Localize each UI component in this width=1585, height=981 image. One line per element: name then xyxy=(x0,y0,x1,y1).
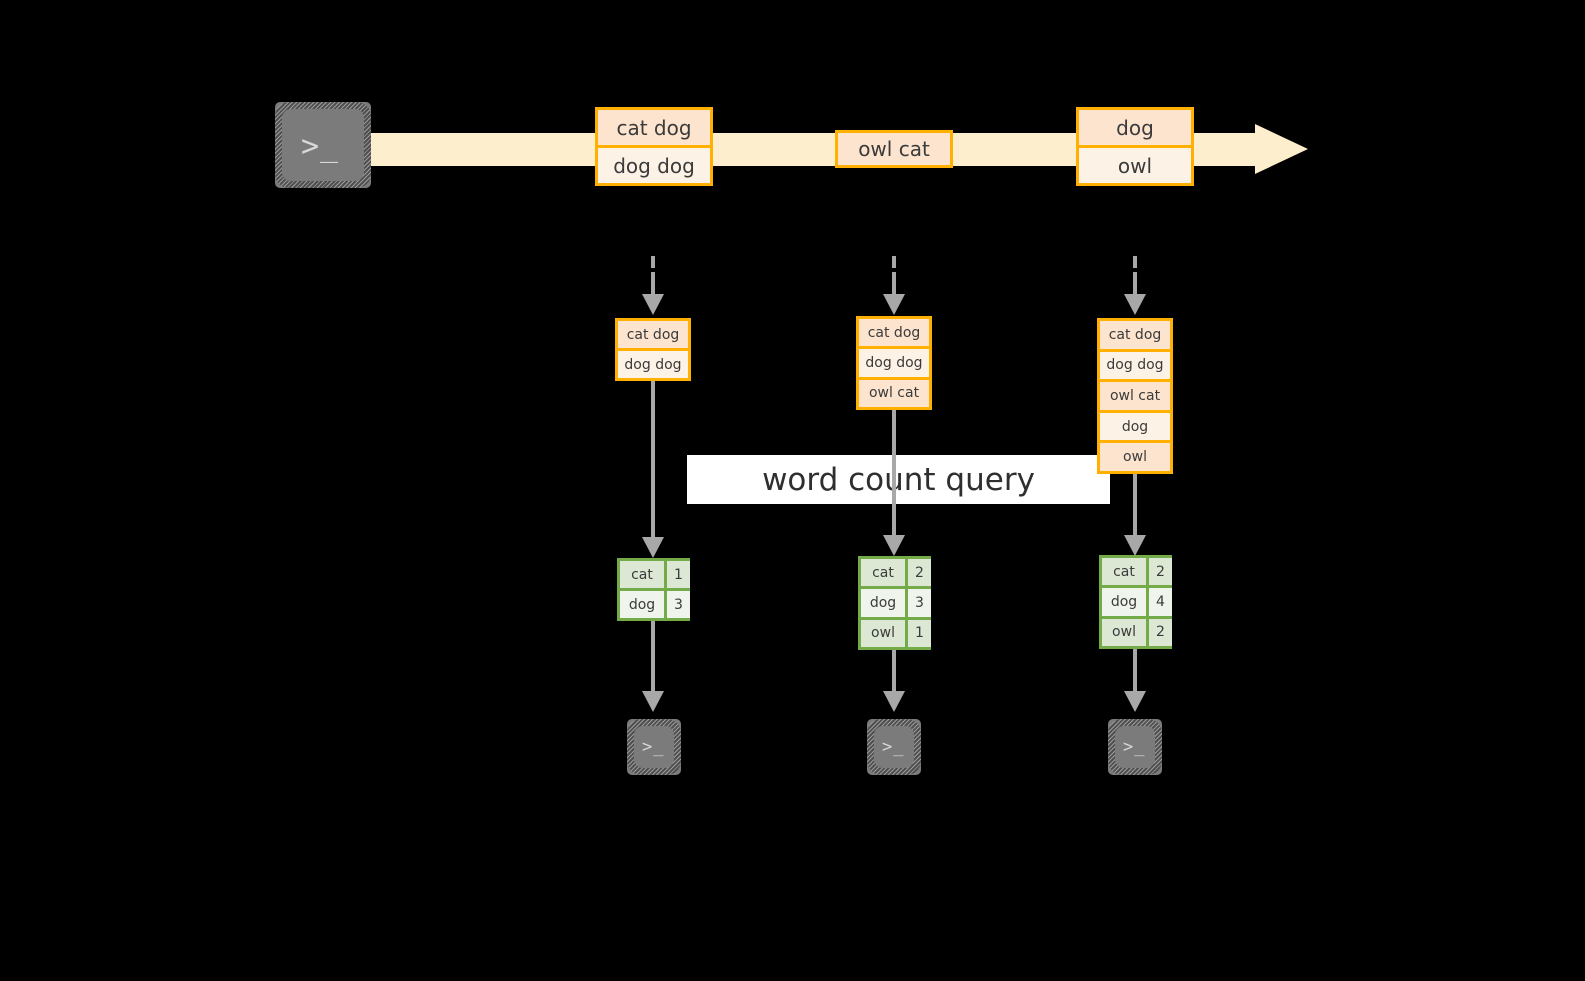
snapshot-2-accumulated-events[interactable]: cat dog dog dog owl cat xyxy=(856,316,932,410)
snapshot-2-count-1: 2 xyxy=(905,559,931,587)
snapshot-3-line-4: dog xyxy=(1100,409,1170,441)
stream-event-2[interactable]: owl cat xyxy=(835,130,953,168)
terminal-prompt-glyph: >_ xyxy=(642,737,665,757)
snapshot-2-output-arrowhead xyxy=(883,691,905,712)
snapshot-2-tap-line xyxy=(892,272,896,296)
snapshot-3-output-arrowhead xyxy=(1124,691,1146,712)
stream-event-2-line-1: owl cat xyxy=(838,133,950,165)
table-row: dog 3 xyxy=(620,588,690,618)
snapshot-2-tap-arrowhead xyxy=(883,294,905,315)
snapshot-1-output-arrowhead xyxy=(642,691,664,712)
snapshot-3-query-line xyxy=(1133,474,1137,537)
snapshot-3-tap-dash xyxy=(1133,256,1137,268)
snapshot-1-accumulated-events[interactable]: cat dog dog dog xyxy=(615,318,691,381)
snapshot-2-word-1: cat xyxy=(861,559,905,587)
table-row: cat 1 xyxy=(620,561,690,588)
snapshot-3-count-3: 2 xyxy=(1146,618,1172,646)
stream-event-3[interactable]: dog owl xyxy=(1076,107,1194,186)
terminal-body xyxy=(874,726,914,768)
snapshot-1-count-1: 1 xyxy=(664,561,690,588)
snapshot-1-word-1: cat xyxy=(620,561,664,588)
stream-event-3-line-1: dog xyxy=(1079,110,1191,145)
table-row: dog 4 xyxy=(1102,585,1172,616)
producer-terminal-icon[interactable]: >_ xyxy=(268,95,378,195)
snapshot-1-query-line xyxy=(651,381,655,539)
snapshot-3-count-1: 2 xyxy=(1146,558,1172,586)
terminal-body xyxy=(1115,726,1155,768)
snapshot-2-word-3: owl xyxy=(861,619,905,647)
snapshot-3-word-counts[interactable]: cat 2 dog 4 owl 2 xyxy=(1099,555,1172,649)
snapshot-3-consumer-terminal-icon[interactable]: >_ xyxy=(1101,712,1169,782)
query-banner: word count query xyxy=(687,455,1110,504)
snapshot-3-word-2: dog xyxy=(1102,588,1146,616)
snapshot-3-accumulated-events[interactable]: cat dog dog dog owl cat dog owl xyxy=(1097,318,1173,474)
snapshot-1-output-line xyxy=(651,621,655,693)
snapshot-3-word-1: cat xyxy=(1102,558,1146,586)
snapshot-2-line-1: cat dog xyxy=(859,319,929,347)
query-banner-label: word count query xyxy=(762,461,1035,498)
stream-event-1-line-2: dog dog xyxy=(598,145,710,183)
table-row: owl 1 xyxy=(861,616,931,647)
snapshot-2-query-line xyxy=(892,410,896,537)
terminal-prompt-glyph: >_ xyxy=(301,129,340,164)
snapshot-3-count-2: 4 xyxy=(1146,588,1172,616)
snapshot-1-count-2: 3 xyxy=(664,591,690,618)
snapshot-3-query-arrowhead xyxy=(1124,535,1146,556)
terminal-prompt-glyph: >_ xyxy=(1123,737,1146,757)
snapshot-2-consumer-terminal-icon[interactable]: >_ xyxy=(860,712,928,782)
snapshot-1-line-2: dog dog xyxy=(618,348,688,378)
snapshot-1-query-arrowhead xyxy=(642,537,664,558)
snapshot-3-tap-arrowhead xyxy=(1124,294,1146,315)
snapshot-2-count-3: 1 xyxy=(905,619,931,647)
snapshot-2-word-counts[interactable]: cat 2 dog 3 owl 1 xyxy=(858,556,931,650)
stream-event-1-line-1: cat dog xyxy=(598,110,710,145)
snapshot-2-count-2: 3 xyxy=(905,589,931,617)
snapshot-1-word-2: dog xyxy=(620,591,664,618)
snapshot-2-word-2: dog xyxy=(861,589,905,617)
terminal-body xyxy=(282,109,364,181)
stream-event-1[interactable]: cat dog dog dog xyxy=(595,107,713,186)
snapshot-3-output-line xyxy=(1133,649,1137,693)
snapshot-3-line-2: dog dog xyxy=(1100,348,1170,380)
terminal-prompt-glyph: >_ xyxy=(882,737,905,757)
snapshot-2-line-3: owl cat xyxy=(859,376,929,407)
stream-band-arrowhead xyxy=(1255,124,1308,174)
snapshot-1-tap-dash xyxy=(651,256,655,268)
table-row: owl 2 xyxy=(1102,615,1172,646)
snapshot-2-line-2: dog dog xyxy=(859,346,929,377)
snapshot-1-tap-line xyxy=(651,272,655,296)
snapshot-2-tap-dash xyxy=(892,256,896,268)
table-row: dog 3 xyxy=(861,586,931,617)
snapshot-3-tap-line xyxy=(1133,272,1137,296)
table-row: cat 2 xyxy=(861,559,931,587)
snapshot-3-line-1: cat dog xyxy=(1100,321,1170,349)
snapshot-3-word-3: owl xyxy=(1102,618,1146,646)
table-row: cat 2 xyxy=(1102,558,1172,586)
snapshot-1-word-counts[interactable]: cat 1 dog 3 xyxy=(617,558,690,621)
snapshot-1-consumer-terminal-icon[interactable]: >_ xyxy=(620,712,688,782)
terminal-body xyxy=(634,726,674,768)
snapshot-1-tap-arrowhead xyxy=(642,294,664,315)
snapshot-3-line-5: owl xyxy=(1100,440,1170,471)
stream-event-3-line-2: owl xyxy=(1079,145,1191,183)
snapshot-2-output-line xyxy=(892,650,896,693)
snapshot-2-query-arrowhead xyxy=(883,535,905,556)
snapshot-3-line-3: owl cat xyxy=(1100,379,1170,410)
snapshot-1-line-1: cat dog xyxy=(618,321,688,348)
